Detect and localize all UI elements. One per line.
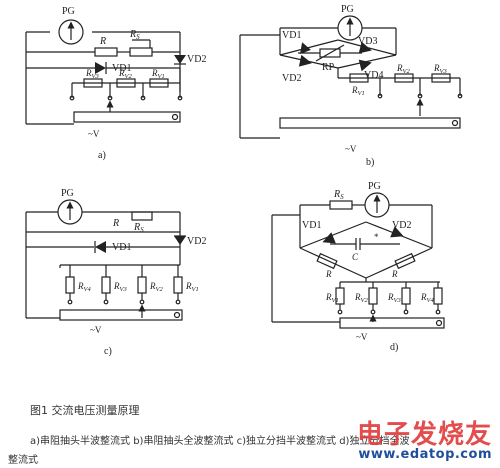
resistor-rv4: RV4 bbox=[65, 265, 91, 305]
svg-text:RS: RS bbox=[333, 189, 344, 201]
meter-pg: PG bbox=[57, 188, 83, 225]
diode-vd2: VD2 bbox=[390, 220, 411, 238]
svg-text:RV4: RV4 bbox=[420, 292, 434, 304]
watermark: 电子发烧友 www.edatop.com bbox=[357, 414, 492, 462]
svg-text:PG: PG bbox=[62, 6, 75, 17]
resistor-rv1: RV1 bbox=[325, 282, 345, 315]
svg-text:VD2: VD2 bbox=[187, 236, 206, 247]
diode-vd4: VD4 bbox=[358, 59, 383, 81]
svg-text:RV1: RV1 bbox=[185, 281, 199, 293]
resistor-rv2: RV2 bbox=[116, 68, 136, 88]
panel-tag: b) bbox=[366, 157, 374, 168]
diode-vd2: VD2 bbox=[282, 54, 312, 84]
figure-caption-line1: a)串阻抽头半波整流式 b)串阻抽头全波整流式 c)独立分挡半波整流式 d)独立… bbox=[30, 436, 410, 447]
resistor-rs: RV1 bbox=[349, 73, 369, 97]
panel-tag: c) bbox=[104, 346, 112, 357]
resistor-rs: RS bbox=[129, 29, 153, 57]
svg-text:VD1: VD1 bbox=[302, 220, 321, 231]
svg-text:R: R bbox=[112, 218, 119, 229]
resistor-rs: RS bbox=[131, 211, 153, 234]
watermark-logo-text: 电子发烧友 bbox=[356, 420, 492, 450]
source-label: ~V bbox=[345, 144, 357, 154]
watermark-url: www.edatop.com bbox=[358, 447, 492, 462]
resistor-rv3: RV3 bbox=[83, 68, 103, 88]
source-label: ~V bbox=[90, 325, 102, 335]
diode-vd1: VD1 bbox=[282, 30, 311, 55]
svg-text:RV4: RV4 bbox=[77, 281, 91, 293]
figure-title: 图1 交流电压测量原理 bbox=[30, 404, 140, 417]
svg-text:VD4: VD4 bbox=[364, 70, 383, 81]
resistor-r-right: R bbox=[391, 252, 416, 279]
resistor-rv1: RV1 bbox=[173, 265, 199, 305]
resistor-rv2: RV2 bbox=[137, 265, 163, 305]
svg-text:RV2: RV2 bbox=[396, 63, 410, 75]
svg-text:R: R bbox=[325, 269, 332, 279]
resistor-r: R bbox=[112, 218, 119, 229]
svg-text:RV3: RV3 bbox=[387, 292, 401, 304]
svg-text:R: R bbox=[99, 36, 106, 47]
svg-text:RP: RP bbox=[322, 62, 335, 73]
meter-pg: PG bbox=[58, 6, 84, 45]
panel-a: PG R RS VD1 VD2 bbox=[25, 6, 206, 161]
svg-text:RV3: RV3 bbox=[433, 63, 447, 75]
resistor-rv4: RV4 bbox=[420, 282, 443, 315]
svg-text:VD2: VD2 bbox=[392, 220, 411, 231]
resistor-rv3: RV3 bbox=[101, 265, 127, 305]
diode-vd2: VD2 bbox=[174, 54, 206, 65]
panel-c: PG R RS VD1 VD2 RV4 bbox=[25, 188, 206, 357]
svg-text:*: * bbox=[374, 232, 379, 242]
svg-text:RS: RS bbox=[133, 222, 144, 234]
figure-caption-line2: 整流式 bbox=[8, 455, 38, 466]
panel-b: PG VD1 VD3 VD2 VD4 RP bbox=[239, 4, 463, 168]
panel-tag: d) bbox=[390, 342, 398, 353]
potentiometer-rp: RP bbox=[315, 44, 345, 73]
svg-text:C: C bbox=[352, 252, 359, 262]
meter-pg: PG bbox=[337, 4, 363, 41]
meter-pg: PG bbox=[364, 181, 390, 218]
resistor-r: R bbox=[94, 36, 118, 57]
svg-text:PG: PG bbox=[368, 181, 381, 192]
resistor-rv1: RV1 bbox=[149, 68, 169, 88]
svg-text:RV2: RV2 bbox=[149, 281, 163, 293]
source-label: ~V bbox=[356, 332, 368, 342]
svg-text:VD3: VD3 bbox=[358, 36, 377, 47]
resistor-rv2: RV2 bbox=[354, 282, 378, 315]
resistor-rv3: RV3 bbox=[387, 282, 411, 315]
svg-text:RV1: RV1 bbox=[151, 68, 165, 80]
resistor-rv2: RV2 bbox=[394, 63, 414, 83]
svg-text:VD2: VD2 bbox=[282, 73, 301, 84]
svg-text:RV1: RV1 bbox=[325, 292, 339, 304]
svg-text:PG: PG bbox=[341, 4, 354, 15]
svg-text:VD1: VD1 bbox=[282, 30, 301, 41]
diode-vd1: VD1 bbox=[302, 220, 336, 244]
diode-vd3: VD3 bbox=[358, 36, 377, 54]
diode-vd2: VD2 bbox=[174, 235, 206, 247]
panel-d: RS PG VD1 VD2 C * R bbox=[271, 181, 445, 353]
source-label: ~V bbox=[88, 129, 100, 139]
svg-text:R: R bbox=[391, 269, 398, 279]
svg-text:RV1: RV1 bbox=[351, 85, 365, 97]
resistor-r-left: R bbox=[316, 252, 338, 279]
svg-text:RS: RS bbox=[129, 29, 140, 41]
svg-text:RV3: RV3 bbox=[113, 281, 127, 293]
svg-text:PG: PG bbox=[61, 188, 74, 199]
svg-text:VD2: VD2 bbox=[187, 54, 206, 65]
svg-text:RV3: RV3 bbox=[85, 68, 99, 80]
resistor-rs: RS bbox=[329, 189, 353, 210]
capacitor-c: C * bbox=[330, 232, 400, 262]
svg-text:RV2: RV2 bbox=[354, 292, 368, 304]
resistor-rv3: RV3 bbox=[431, 63, 451, 83]
svg-text:RV2: RV2 bbox=[118, 68, 132, 80]
panel-tag: a) bbox=[98, 150, 106, 161]
